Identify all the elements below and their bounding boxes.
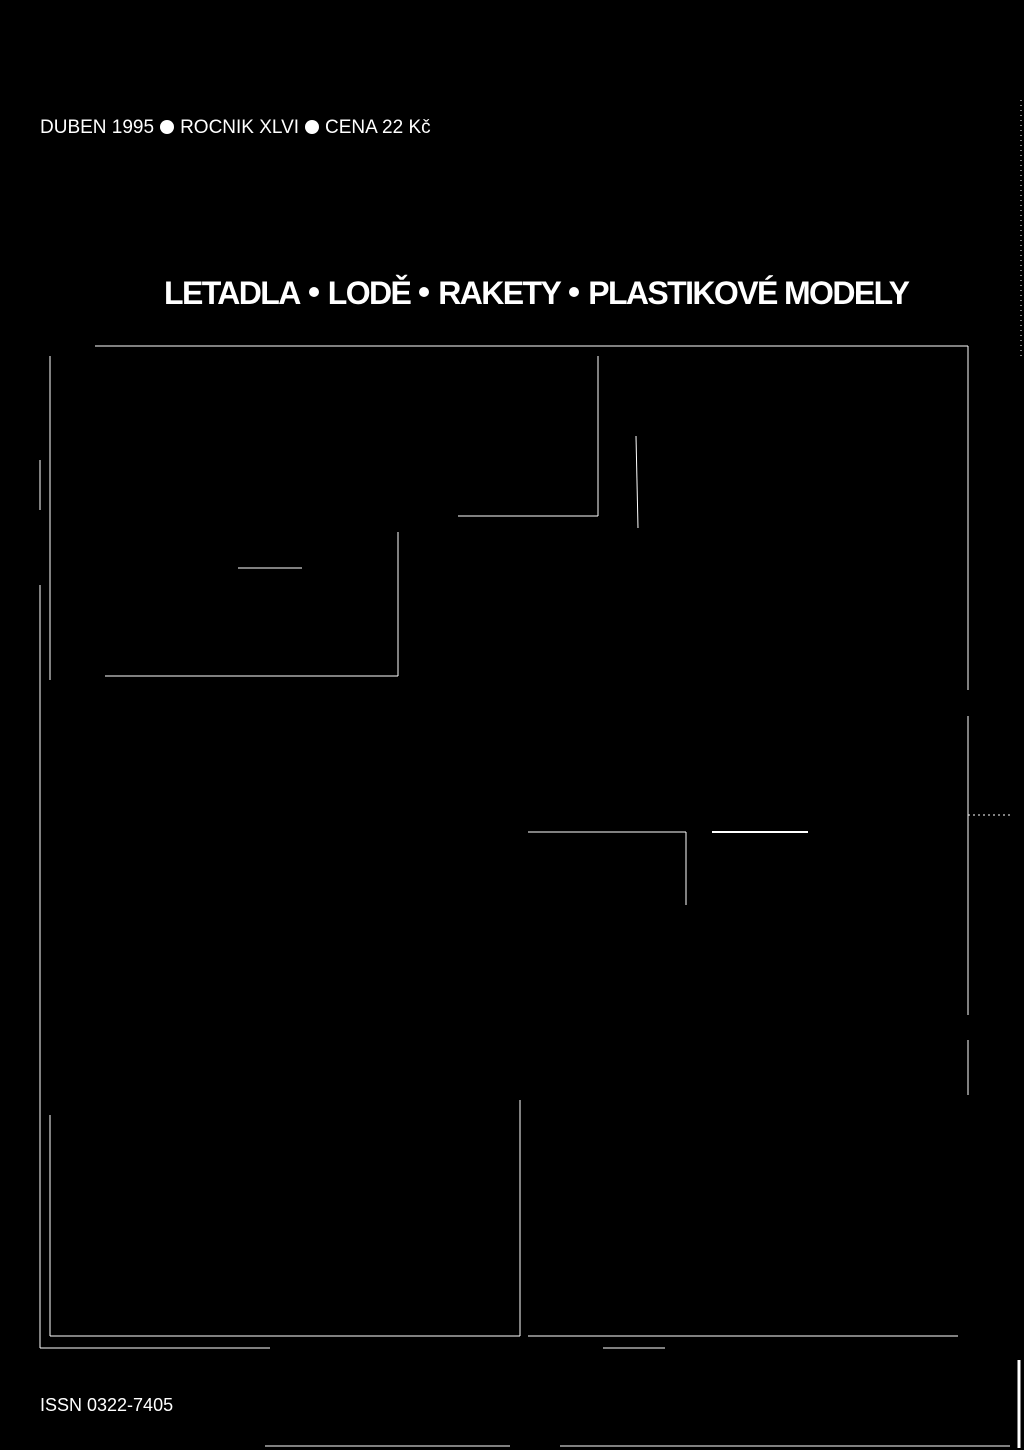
- volume-label: ROCNIK XLVI: [180, 117, 300, 138]
- tagline-item: LETADLA: [164, 275, 301, 311]
- bullet-icon: [419, 287, 430, 297]
- issn-label: ISSN 0322-7405: [40, 1395, 174, 1415]
- tagline: LETADLA LODĚ RAKETY PLASTIKOVÉ MODELY: [164, 275, 910, 312]
- frame-line: [635, 435, 639, 529]
- issue-date: DUBEN 1995: [40, 117, 155, 138]
- bullet-icon: [569, 287, 580, 297]
- tagline-item: PLASTIKOVÉ MODELY: [588, 275, 910, 311]
- bullet-icon: [308, 287, 319, 297]
- tagline-item: RAKETY: [438, 275, 562, 311]
- masthead-line: DUBEN 1995 ROCNIK XLVI CENA 22 Kč: [40, 117, 431, 139]
- price-label: CENA 22 Kč: [325, 117, 431, 138]
- bullet-icon: [160, 120, 175, 134]
- tagline-item: LODĚ: [327, 275, 412, 311]
- bullet-icon: [305, 120, 320, 134]
